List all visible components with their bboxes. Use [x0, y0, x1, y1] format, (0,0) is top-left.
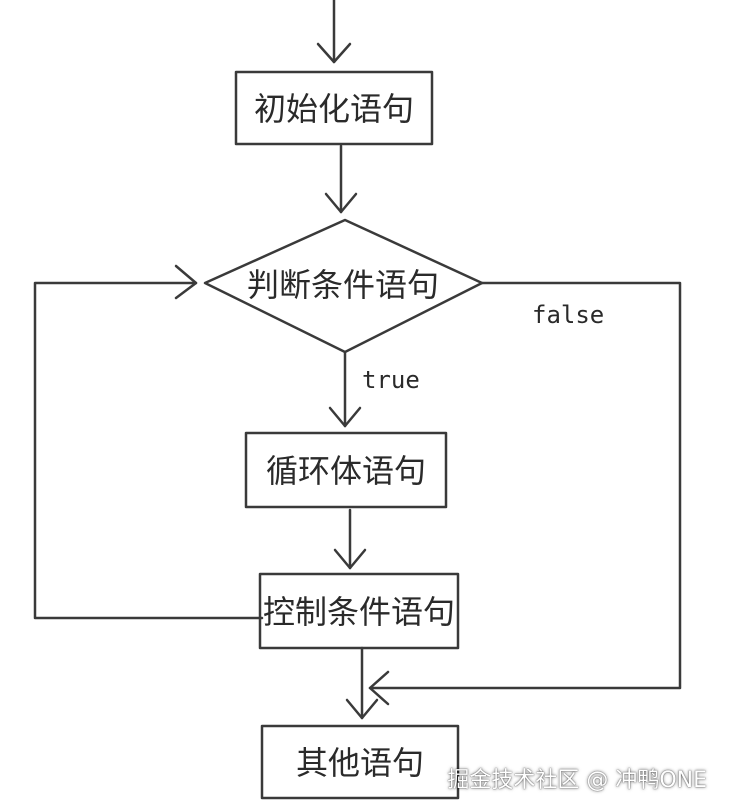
- false-branch-line: [368, 281, 682, 690]
- condition-label: 判断条件语句: [247, 266, 439, 304]
- loop-back-arrowhead: [174, 264, 198, 300]
- watermark-text: 掘金技术社区 @ 冲鸭ONE: [447, 768, 707, 793]
- init-label: 初始化语句: [254, 90, 414, 128]
- control-box: [258, 572, 460, 650]
- body-box: [244, 431, 448, 509]
- loop-back-line: [33, 281, 264, 620]
- control-label: 控制条件语句: [263, 593, 455, 631]
- true-edge-label: true: [362, 366, 420, 394]
- true-branch-arrowhead: [328, 406, 362, 428]
- body-to-control-arrowhead: [333, 548, 367, 570]
- body-label: 循环体语句: [266, 452, 426, 490]
- init-box: [234, 70, 434, 146]
- init-to-condition-arrowhead: [324, 192, 358, 214]
- false-branch-arrowhead: [368, 670, 390, 706]
- entry-arrowhead: [316, 42, 352, 64]
- false-edge-label: false: [532, 301, 604, 329]
- control-to-other-arrowhead: [345, 698, 379, 720]
- other-box: [260, 724, 460, 800]
- other-label: 其他语句: [296, 744, 424, 782]
